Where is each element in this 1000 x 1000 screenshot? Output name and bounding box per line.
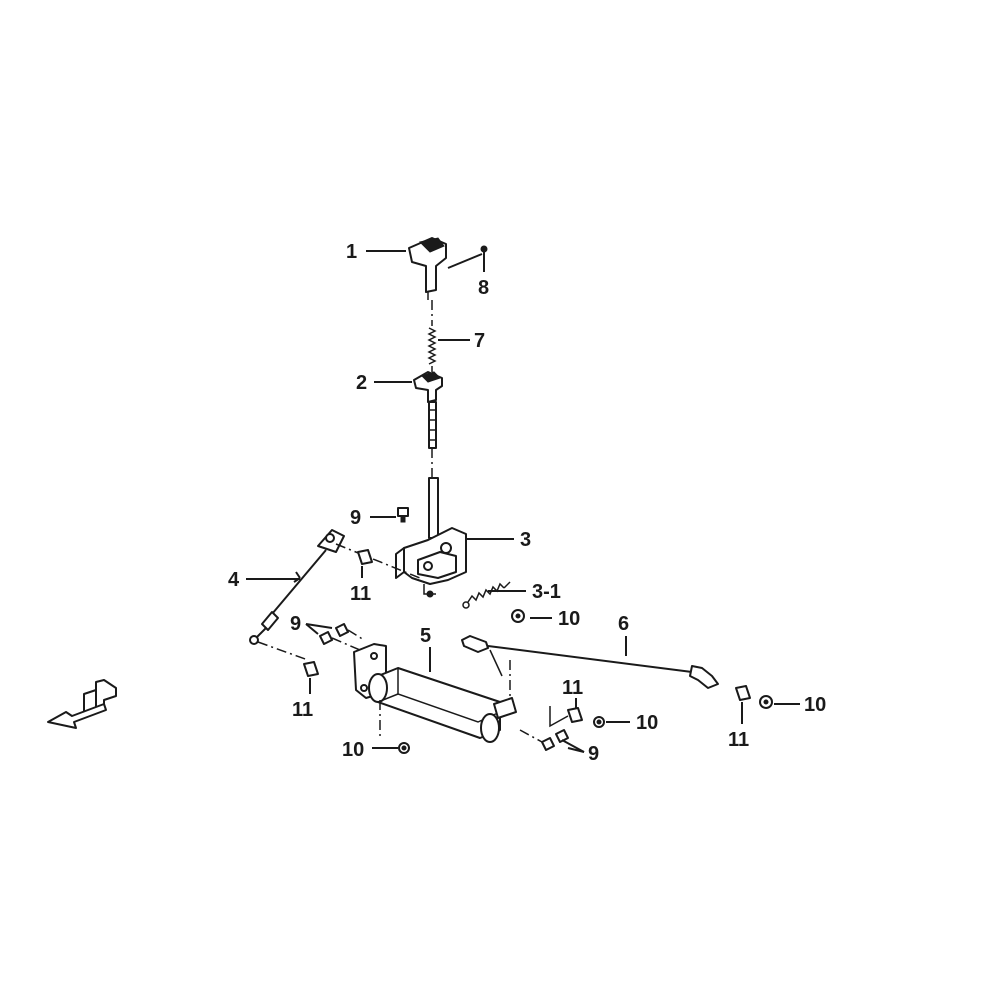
part-6-cable xyxy=(461,635,719,689)
callout-4: 4 xyxy=(228,569,240,591)
hardware-bolts-9-left xyxy=(319,623,365,651)
hardware-nut-10-upper xyxy=(511,609,525,623)
callout-10-mid: 10 xyxy=(636,712,658,734)
callout-3-1: 3-1 xyxy=(532,581,561,603)
callout-6: 6 xyxy=(618,613,629,635)
hardware-nut-10-mid xyxy=(593,716,605,728)
part-8-pin xyxy=(480,245,488,253)
callout-3: 3 xyxy=(520,529,531,551)
front-arrow-icon xyxy=(47,679,117,729)
hardware-bolts-9-right xyxy=(519,729,569,751)
callout-10-upper: 10 xyxy=(558,608,580,630)
callout-5: 5 xyxy=(420,625,431,647)
hardware-nut-10-bottom xyxy=(398,742,410,754)
part-5-lower-shaft xyxy=(353,643,517,743)
hardware-collar-11-left xyxy=(303,661,319,677)
callout-9-right: 9 xyxy=(588,743,599,765)
callout-labels: 1 8 7 2 9 3 3-1 11 10 4 9 5 6 11 11 10 1… xyxy=(228,241,826,765)
hardware-bolt-9-upper xyxy=(397,507,409,523)
callout-9-left: 9 xyxy=(290,613,301,635)
callout-11-upper: 11 xyxy=(350,583,371,605)
callout-10-bottom: 10 xyxy=(342,739,364,761)
hardware-collar-11-right xyxy=(735,685,751,701)
callout-1: 1 xyxy=(346,241,357,263)
callout-10-right: 10 xyxy=(804,694,826,716)
part-7-spring xyxy=(427,300,437,372)
callout-8: 8 xyxy=(478,277,489,299)
part-3-1-return-spring xyxy=(462,581,511,609)
callout-11-right: 11 xyxy=(728,729,749,751)
callout-11-mid: 11 xyxy=(562,677,583,699)
part-3-bracket-assembly xyxy=(395,477,467,598)
part-2-shift-lever xyxy=(413,371,443,478)
hardware-collar-11-upper xyxy=(357,549,373,565)
hardware-collar-11-mid xyxy=(549,706,583,728)
leader-lines xyxy=(246,250,800,753)
callout-2: 2 xyxy=(356,372,367,394)
part-1-shift-knob xyxy=(408,237,447,300)
callout-9-upper: 9 xyxy=(350,507,361,529)
part-4-linkage-rod xyxy=(249,529,421,661)
callout-11-left: 11 xyxy=(292,699,313,721)
hardware-nut-10-right xyxy=(759,695,773,709)
callout-7: 7 xyxy=(474,330,485,352)
